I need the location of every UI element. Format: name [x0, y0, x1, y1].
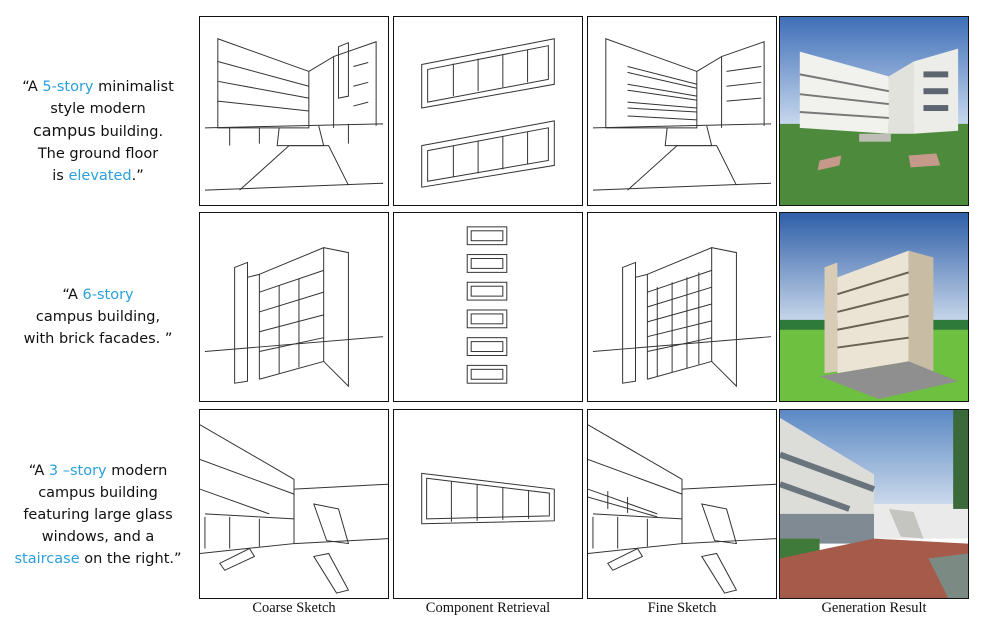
- prompt-text: “A: [29, 463, 49, 479]
- fine-sketch-row-3: [587, 409, 777, 599]
- prompt-line: campus building,: [0, 306, 196, 328]
- prompt-keyword: elevated: [68, 168, 131, 184]
- generation-result-row-3: [779, 409, 969, 599]
- prompt-line: is elevated.”: [0, 165, 196, 187]
- prompt-line: campus building: [0, 482, 196, 504]
- prompt-text: on the right.”: [80, 551, 182, 567]
- prompt-text: with brick facades. ”: [24, 331, 173, 347]
- prompt-text: style modern: [50, 101, 145, 117]
- prompt-row-1: “A 5-story minimalist style modern campus …: [0, 76, 196, 187]
- prompt-text: featuring large glass: [23, 507, 172, 523]
- prompt-line: “A 6-story: [0, 284, 196, 306]
- fine-sketch-row-2: [587, 212, 777, 402]
- component-retrieval-row-3: [393, 409, 583, 599]
- fine-sketch-row-1: [587, 16, 777, 206]
- prompt-text: windows, and a: [42, 529, 155, 545]
- prompt-line: “A 5-story minimalist: [0, 76, 196, 98]
- prompt-text: minimalist: [94, 79, 174, 95]
- prompt-keyword: 3 –story: [49, 463, 107, 479]
- prompt-line: campus building.: [0, 120, 196, 143]
- prompt-text: campus building,: [36, 309, 160, 325]
- prompt-keyword: staircase: [14, 551, 79, 567]
- prompt-text: is: [52, 168, 68, 184]
- prompt-text: building.: [96, 124, 163, 140]
- prompt-line: staircase on the right.”: [0, 548, 196, 570]
- prompt-line: featuring large glass: [0, 504, 196, 526]
- prompt-text: The ground floor: [38, 146, 158, 162]
- column-label-generation-result: Generation Result: [778, 600, 970, 617]
- prompt-line: style modern: [0, 98, 196, 120]
- prompt-line: “A 3 –story modern: [0, 460, 196, 482]
- prompt-text: campus building: [38, 485, 158, 501]
- prompt-text: .”: [132, 168, 144, 184]
- prompt-line: The ground floor: [0, 143, 196, 165]
- coarse-sketch-row-2: [199, 212, 389, 402]
- prompt-text: “A: [22, 79, 42, 95]
- prompt-line: windows, and a: [0, 526, 196, 548]
- column-label-coarse-sketch: Coarse Sketch: [198, 600, 390, 617]
- prompt-text: modern: [107, 463, 168, 479]
- component-retrieval-row-2: [393, 212, 583, 402]
- column-label-fine-sketch: Fine Sketch: [586, 600, 778, 617]
- prompt-row-2: “A 6-story campus building, with brick fac…: [0, 284, 196, 350]
- component-retrieval-row-1: [393, 16, 583, 206]
- prompt-line: with brick facades. ”: [0, 328, 196, 350]
- generation-result-row-1: [779, 16, 969, 206]
- coarse-sketch-row-1: [199, 16, 389, 206]
- prompt-text: campus: [33, 121, 96, 140]
- generation-result-row-2: [779, 212, 969, 402]
- prompt-row-3: “A 3 –story modern campus building featuri…: [0, 460, 196, 570]
- column-label-component-retrieval: Component Retrieval: [392, 600, 584, 617]
- coarse-sketch-row-3: [199, 409, 389, 599]
- prompt-text: “A: [62, 287, 82, 303]
- prompt-keyword: 5-story: [42, 79, 93, 95]
- prompt-keyword: 6-story: [83, 287, 134, 303]
